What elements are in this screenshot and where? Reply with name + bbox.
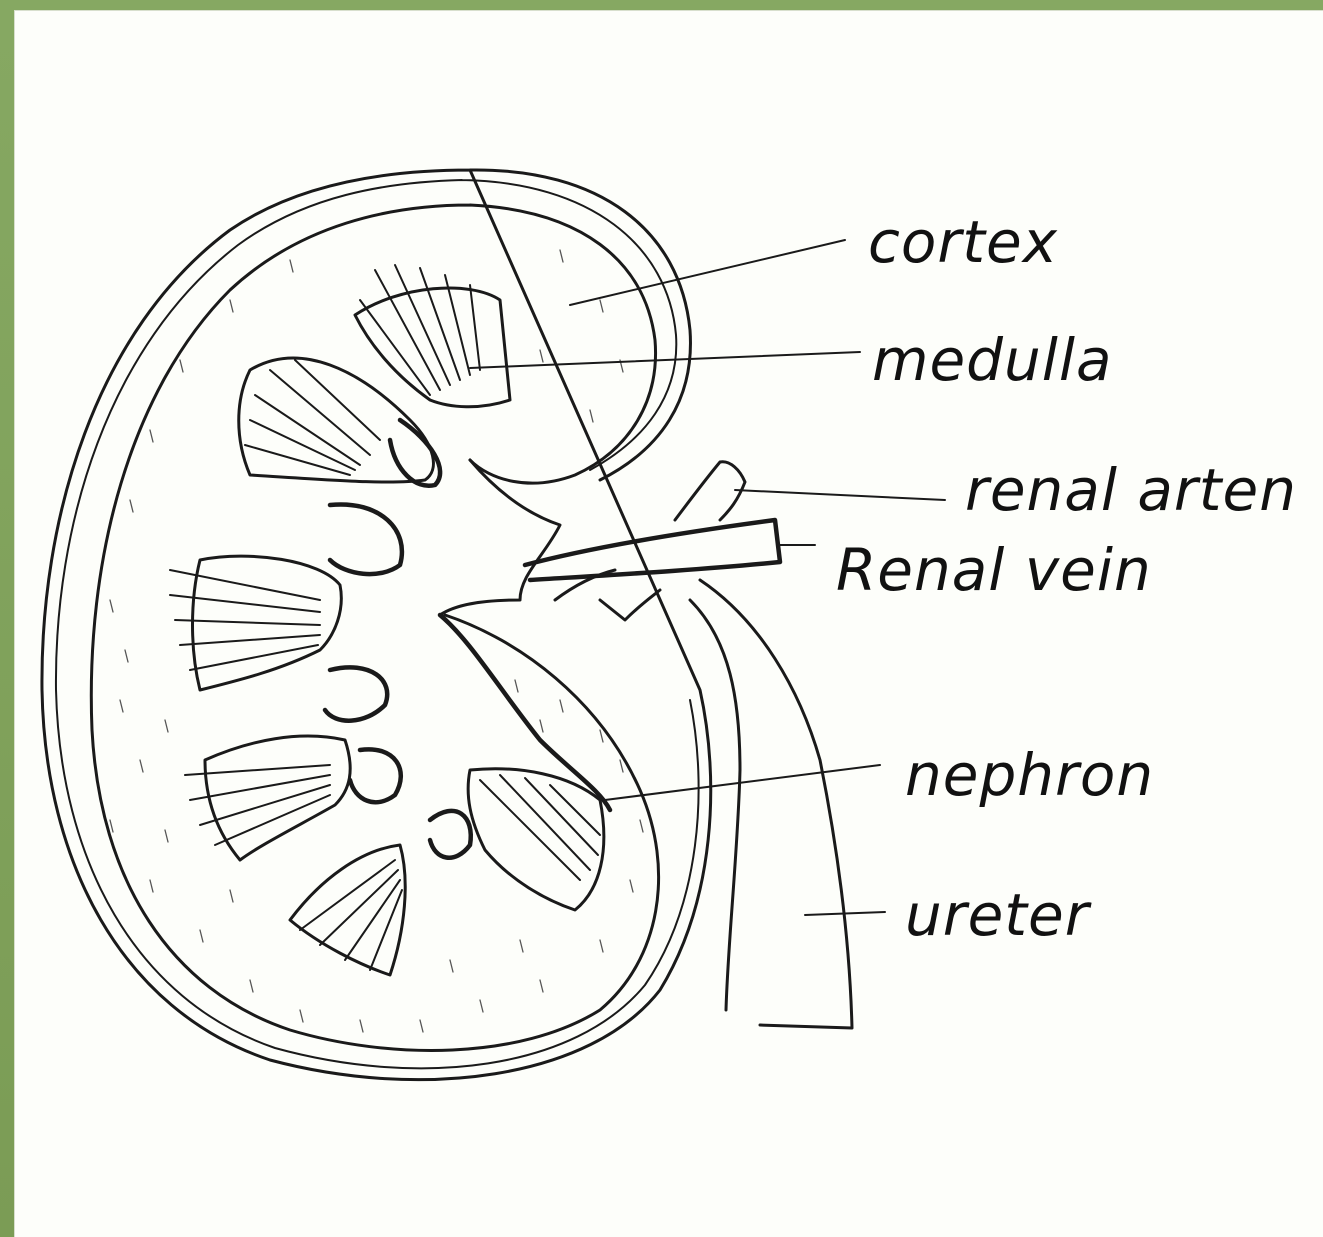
renal-pelvis-lower (440, 615, 610, 810)
medulla-leader (470, 352, 860, 368)
label-renal-vein: Renal vein (836, 536, 1152, 604)
label-nephron: nephron (905, 741, 1154, 809)
medulla-pyramids (193, 288, 604, 975)
pyramid-striations (170, 265, 600, 970)
ureter-vessel (690, 580, 852, 1028)
kidney-inner-cortex (91, 205, 658, 1050)
label-ureter: ureter (905, 881, 1092, 949)
renal-artery-vessel (675, 462, 745, 520)
renal-artery-leader (735, 490, 945, 500)
kidney-outer-capsule-sketch (56, 180, 699, 1068)
cortex-leader (570, 240, 845, 305)
renal-vein-vessel (525, 520, 780, 580)
kidney-outer-capsule (42, 170, 711, 1080)
label-renal-artery: renal arten (965, 456, 1297, 524)
nephron-leader (605, 765, 880, 800)
label-medulla: medulla (872, 326, 1113, 394)
label-cortex: cortex (868, 208, 1058, 276)
